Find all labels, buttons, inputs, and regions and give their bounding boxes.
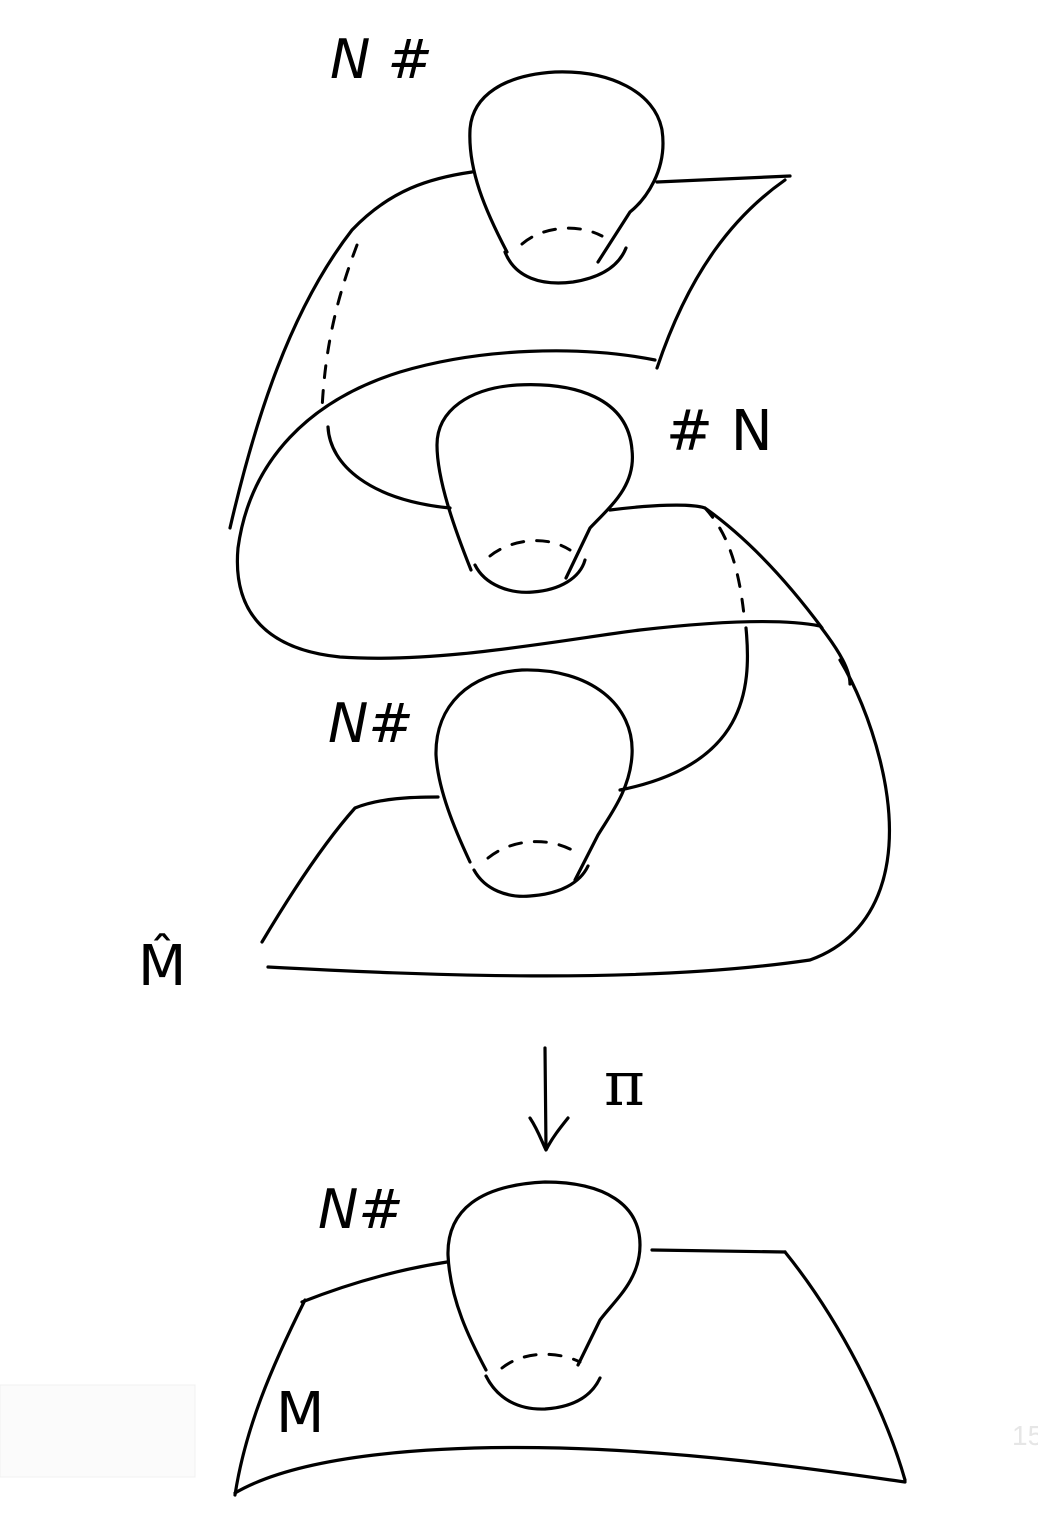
base-right-edge [783,1250,907,1482]
label-base-summand: N# [318,1178,404,1241]
bottom-sheet-left-edge [260,795,440,944]
handle-lower-rim-hidden [486,840,574,860]
projection-arrow-shaft [543,1046,548,1150]
middle-sheet-hidden-edge [703,506,746,617]
handle-lower-rim [472,864,590,898]
handle-top [468,70,665,285]
handle-lower [434,668,634,898]
handle-middle-rim-hidden [488,539,572,558]
handle-base-rim [484,1374,602,1411]
handle-lower-outline [434,668,634,882]
base-surface [233,1248,907,1497]
top-sheet-back-edge [655,174,792,184]
base-left-edge [233,1298,307,1497]
label-middle-summand: # N [666,399,773,464]
base-front-edge [233,1445,907,1495]
label-top-summand: N # [330,28,433,91]
handle-top-rim [503,246,628,285]
page-number: 15 [1012,1420,1038,1451]
middle-sheet-inner-curve [326,425,452,510]
label-base-space: M [276,1381,324,1446]
handle-middle-outline [435,383,634,580]
bottom-sheet [260,658,892,978]
top-sheet-hidden-edge [320,243,359,412]
handle-middle-rim [473,558,587,594]
base-back-edge-right [650,1248,787,1254]
bottom-sheet-front-edge [266,658,892,978]
label-lower-summand: N# [328,692,414,755]
handle-base-outline [446,1180,642,1372]
base-back-edge-left [300,1260,449,1304]
middle-sheet-inner-right [618,626,750,792]
top-sheet-right-edge [655,178,787,370]
label-projection: π [604,1047,645,1120]
handle-middle [435,383,634,594]
label-cover-space: M̂ [138,934,186,999]
middle-sheet [235,349,852,792]
top-sheet-left-edge [228,170,474,530]
middle-sheet-outer-loop [235,349,852,686]
handle-top-outline [468,70,665,264]
projection-arrow-head [528,1116,570,1152]
scan-smudge [0,1384,196,1478]
handle-top-rim-hidden [520,226,604,246]
handle-base [446,1180,642,1411]
handle-base-rim-hidden [500,1352,582,1370]
middle-sheet-right-edge [608,503,824,630]
projection-arrow [528,1046,570,1152]
top-sheet [228,170,792,530]
